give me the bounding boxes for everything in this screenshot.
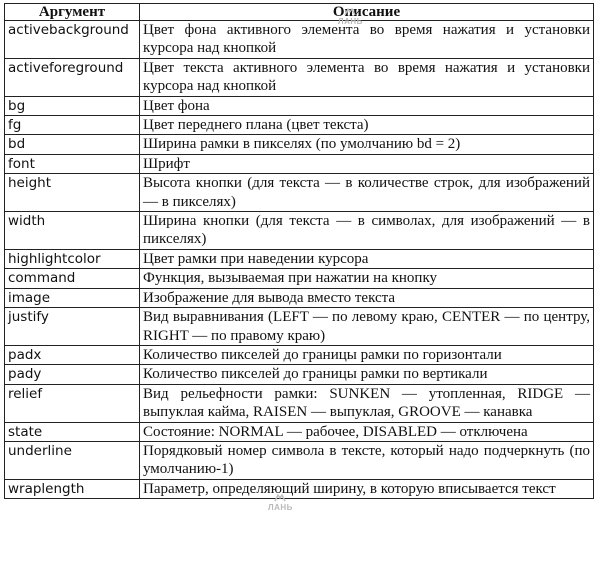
- description-cell: Цвет переднего плана (цвет текста): [139, 115, 594, 136]
- argument-cell: activebackground: [4, 20, 140, 59]
- argument-cell: wraplength: [4, 478, 140, 500]
- description-cell: Шрифт: [139, 153, 594, 175]
- argument-cell: height: [4, 173, 140, 213]
- description-cell: Цвет текста активного элемента во время …: [139, 57, 594, 97]
- argument-cell: bg: [4, 95, 140, 117]
- description-cell: Количество пикселей до границы рамки по …: [139, 344, 594, 366]
- description-cell: Количество пикселей до границы рамки по …: [139, 364, 594, 385]
- argument-cell: relief: [4, 383, 140, 423]
- argument-cell: bd: [4, 134, 140, 155]
- argument-cell: activeforeground: [4, 57, 140, 97]
- description-cell: Ширина кнопки (для текста — в символах, …: [139, 211, 594, 250]
- argument-cell: underline: [4, 440, 140, 480]
- description-cell: Цвет фона активного элемента во время на…: [139, 20, 594, 59]
- argument-cell: image: [4, 287, 140, 309]
- argument-cell: command: [4, 268, 140, 289]
- description-cell: Параметр, определяющий ширину, в которую…: [139, 478, 594, 500]
- doe-logo-icon: [344, 7, 357, 16]
- description-cell: Ширина рамки в пикселях (по умолчанию bd…: [139, 134, 594, 155]
- argument-cell: fg: [4, 115, 140, 136]
- watermark-label: ЛАНЬ: [338, 17, 363, 26]
- argument-cell: width: [4, 211, 140, 250]
- argument-cell: padx: [4, 344, 140, 366]
- argument-cell: justify: [4, 307, 140, 346]
- watermark-top: ЛАНЬ: [338, 7, 363, 26]
- watermark-label: ЛАНЬ: [268, 503, 293, 512]
- description-cell: Цвет рамки при наведении курсора: [139, 248, 594, 270]
- table-header-row: Аргумент Описание: [4, 3, 594, 21]
- argument-cell: font: [4, 153, 140, 175]
- description-cell: Высота кнопки (для текста — в количестве…: [139, 173, 594, 213]
- watermark-middle: ЛАНЬ: [268, 493, 293, 512]
- column-header-description: Описание: [139, 3, 594, 21]
- description-cell: Вид выравнивания (LEFT — по левому краю,…: [139, 307, 594, 346]
- description-cell: Вид рельефности рамки: SUNKEN — утопленн…: [139, 383, 594, 423]
- description-cell: Порядковый номер символа в тексте, котор…: [139, 440, 594, 480]
- doe-logo-icon: [274, 493, 287, 502]
- argument-cell: state: [4, 421, 140, 442]
- column-header-argument: Аргумент: [4, 3, 140, 21]
- description-cell: Цвет фона: [139, 95, 594, 117]
- description-cell: Изображение для вывода вместо текста: [139, 287, 594, 309]
- description-cell: Функция, вызываемая при нажатии на кнопк…: [139, 268, 594, 289]
- argument-cell: highlightcolor: [4, 248, 140, 270]
- argument-cell: pady: [4, 364, 140, 385]
- description-cell: Состояние: NORMAL — рабочее, DISABLED — …: [139, 421, 594, 442]
